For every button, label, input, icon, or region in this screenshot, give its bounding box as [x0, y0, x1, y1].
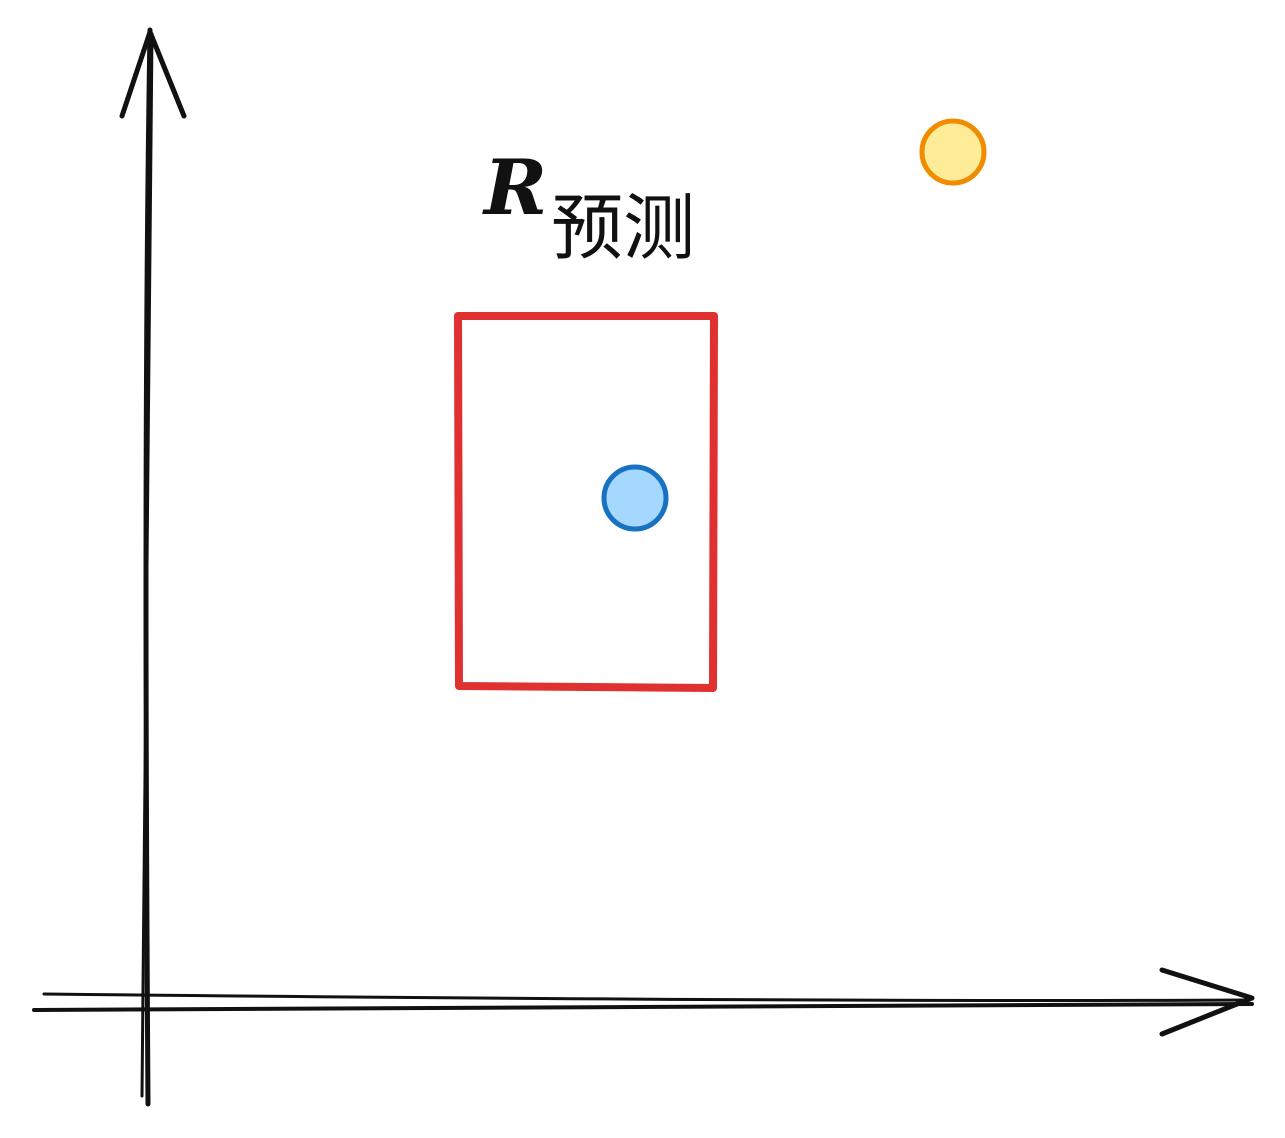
outside-point-dot — [919, 118, 987, 186]
prediction-region-rectangle — [454, 312, 718, 692]
y-axis-line-second-stroke — [140, 32, 154, 1098]
y-axis-arrow-up-icon — [119, 29, 187, 119]
predicted-point-dot — [601, 464, 669, 532]
prediction-region-label: R预测 — [484, 143, 696, 270]
x-axis-line-second-stroke — [42, 992, 1252, 1003]
label-subscript: 预测 — [551, 186, 696, 270]
y-axis — [119, 27, 187, 1107]
x-axis — [32, 967, 1255, 1037]
x-axis-arrow-right-icon — [1159, 967, 1255, 1037]
x-axis-line — [32, 1002, 1254, 1012]
label-symbol: R — [484, 143, 548, 232]
